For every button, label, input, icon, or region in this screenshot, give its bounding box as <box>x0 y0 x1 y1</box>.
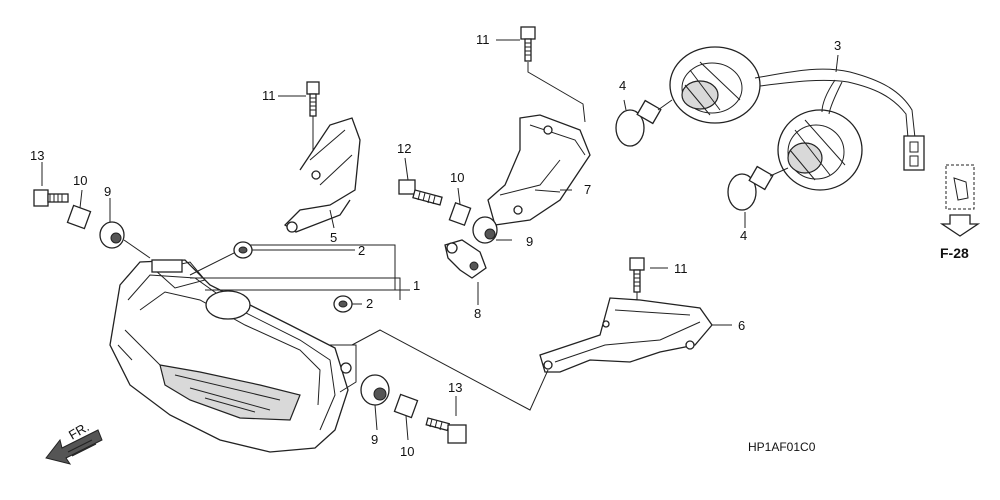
callout-11-b: 11 <box>476 32 490 47</box>
callout-6: 6 <box>738 318 745 333</box>
callout-13-bot: 13 <box>448 380 462 395</box>
callout-10-top: 10 <box>73 173 87 188</box>
diagram-code: HP1AF01C0 <box>748 440 816 454</box>
clip-8 <box>444 239 487 279</box>
stay-6 <box>539 297 713 373</box>
callout-4-top: 4 <box>619 78 626 93</box>
bulb-4-bot <box>727 165 789 211</box>
bracket-7 <box>487 114 591 226</box>
bolt-11-c <box>629 257 645 293</box>
callout-5: 5 <box>330 230 337 245</box>
callout-9-mid: 9 <box>526 234 533 249</box>
callout-9-top: 9 <box>104 184 111 199</box>
callout-3: 3 <box>834 38 841 53</box>
rubber-9-top <box>99 221 125 249</box>
bolt-13-top <box>33 189 69 207</box>
callout-10-mid: 10 <box>450 170 464 185</box>
callout-1: 1 <box>413 278 420 293</box>
turn-signal-socket-lower <box>777 109 863 191</box>
rubber-9-bot <box>360 374 390 406</box>
grommet-lower <box>333 295 353 313</box>
callout-2-a: 2 <box>358 243 365 258</box>
callout-12: 12 <box>397 141 411 156</box>
rubber-9-mid <box>472 216 498 244</box>
callout-4-bot: 4 <box>740 228 747 243</box>
callout-11-a: 11 <box>262 88 276 103</box>
reference-tag: F-28 <box>940 245 969 261</box>
reference-icon <box>939 164 981 237</box>
bolt-13-bot <box>425 417 467 444</box>
callout-2-b: 2 <box>366 296 373 311</box>
callout-7: 7 <box>584 182 591 197</box>
callout-10-bot: 10 <box>400 444 414 459</box>
grommet-upper <box>233 241 253 259</box>
wire-harness-3 <box>754 68 925 171</box>
collar-10-top <box>66 204 92 230</box>
bolt-12 <box>398 179 443 206</box>
turn-signal-socket-upper <box>669 46 761 124</box>
headlight-unit <box>109 259 357 453</box>
bolt-11-b <box>520 26 536 62</box>
collar-10-mid <box>448 201 472 227</box>
callout-8: 8 <box>474 306 481 321</box>
bolt-11-a <box>306 81 320 117</box>
callout-11-c: 11 <box>674 261 688 276</box>
collar-10-bot <box>393 393 419 419</box>
front-arrow <box>45 429 103 465</box>
stay-5 <box>283 117 361 233</box>
callout-13-top: 13 <box>30 148 44 163</box>
callout-9-bot: 9 <box>371 432 378 447</box>
bulb-4-top <box>615 99 673 147</box>
